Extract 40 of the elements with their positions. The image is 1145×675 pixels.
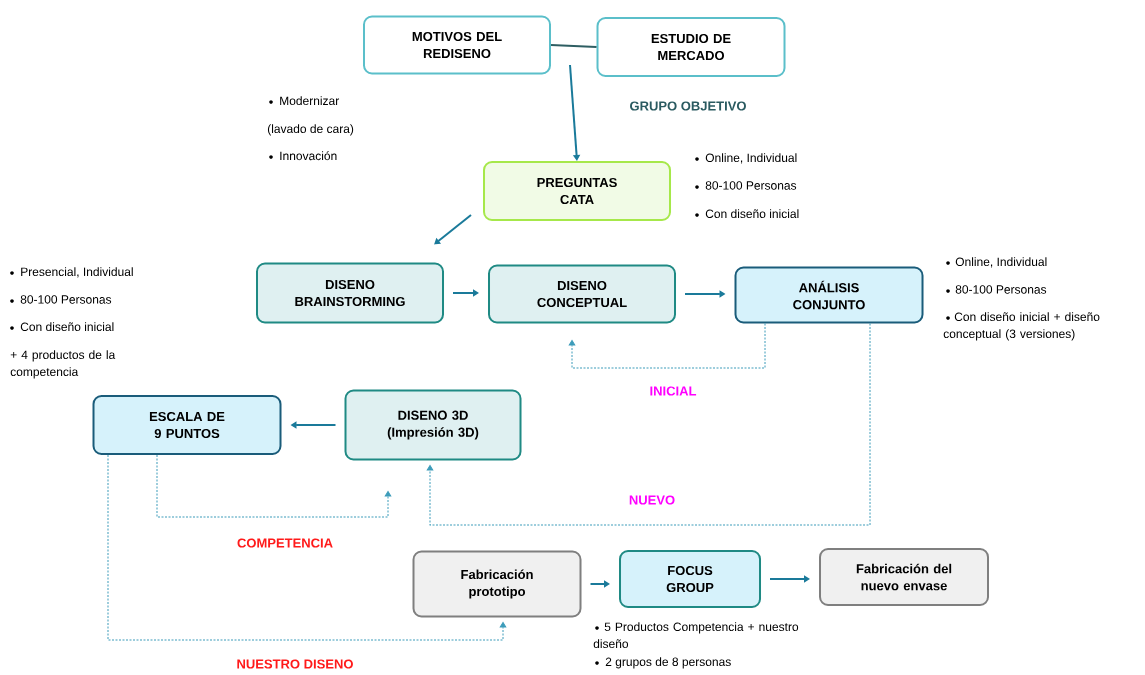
- edge-label: INICIAL: [650, 386, 697, 396]
- bullet-text: Innovación: [269, 151, 337, 161]
- arrow: [568, 323, 766, 369]
- bullet-text: 80-100 Personas: [10, 295, 112, 304]
- bullet-text: Presencial, Individual: [10, 267, 133, 278]
- edge-label: NUEVO: [629, 495, 675, 505]
- arrow: [589, 580, 610, 588]
- bullet-text: Modernizar: [269, 96, 339, 105]
- bullet-text: Con diseño inicial: [695, 209, 799, 218]
- process-box: ANÁLISIS CONJUNTO: [734, 266, 924, 324]
- title-box: ESTUDIO DE MERCADO: [596, 17, 786, 77]
- note-text: + 4 productos de la competencia: [10, 350, 116, 379]
- arrow: [426, 323, 871, 526]
- bullet-text: 80-100 Personas: [695, 181, 797, 190]
- edge-label: NUESTRO DISENO: [237, 659, 353, 669]
- arrow: [452, 289, 479, 297]
- bullet-text: 2 grupos de 8 personas: [595, 657, 731, 669]
- process-box: DISENO CONCEPTUAL: [488, 264, 676, 324]
- process-box: ESCALA DE 9 PUNTOS: [92, 395, 282, 455]
- title-box: MOTIVOS DEL REDISENO: [363, 15, 551, 75]
- edge-label: GRUPO OBJETIVO: [630, 101, 746, 111]
- process-box: PREGUNTAS CATA: [483, 161, 671, 221]
- arrow: [107, 454, 507, 641]
- process-box: FOCUS GROUP: [619, 550, 761, 608]
- bullet-text: 80-100 Personas: [946, 285, 1047, 294]
- edge-label: COMPETENCIA: [237, 538, 333, 548]
- bullet-text: 5 Productos Competencia + nuestro diseño: [593, 622, 799, 648]
- bullet-text: Con diseño inicial + diseño conceptual (3 versiones): [943, 312, 1100, 341]
- bullet-text: Online, Individual: [695, 153, 797, 164]
- process-box: DISENO BRAINSTORMING: [256, 262, 444, 324]
- bullet-text: Con diseño inicial: [10, 322, 114, 331]
- arrow: [569, 64, 581, 161]
- process-box: Fabricación del nuevo envase: [819, 548, 989, 606]
- note-text: (lavado de cara): [267, 124, 354, 136]
- process-box: DISENO 3D (Impresión 3D): [344, 389, 522, 461]
- process-box: Fabricación prototipo: [412, 550, 582, 618]
- bullet-text: Online, Individual: [946, 257, 1047, 268]
- arrow: [769, 575, 810, 583]
- arrow: [434, 214, 472, 245]
- arrow: [156, 454, 392, 518]
